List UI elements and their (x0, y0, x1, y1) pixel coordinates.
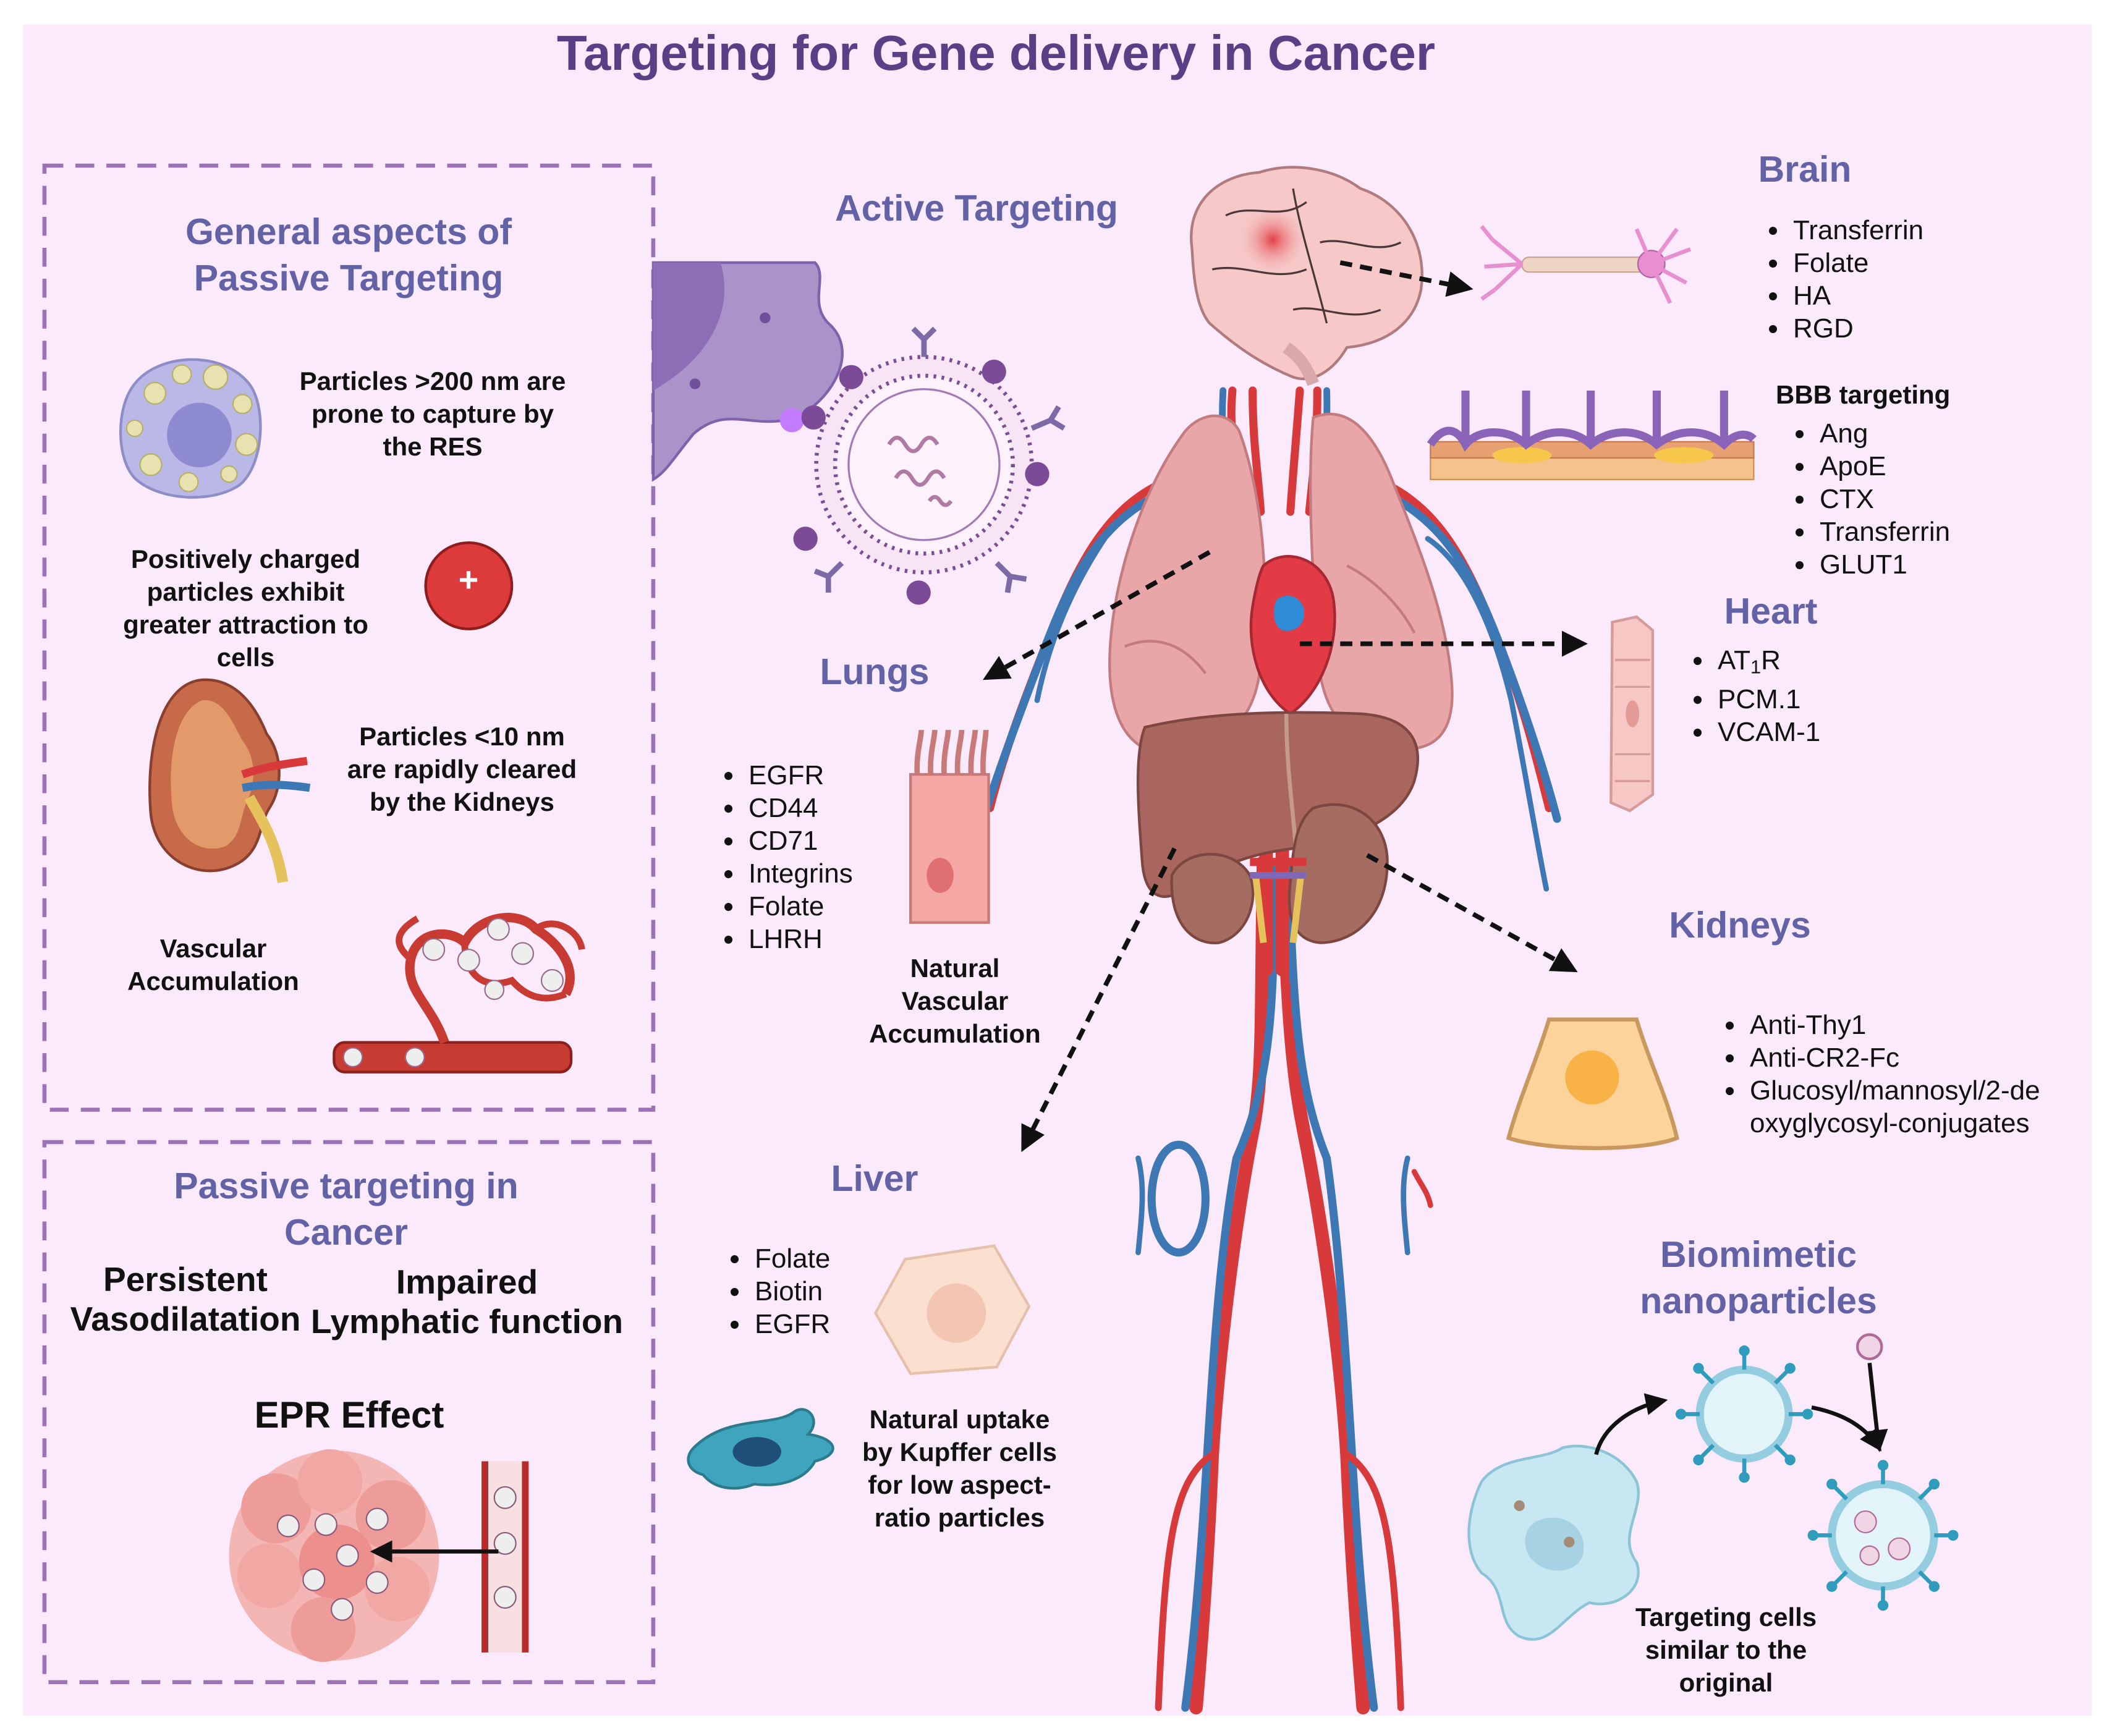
kidney-target-item: Glucosyl/mannosyl/2-deoxyglycosyl-conjug… (1746, 1074, 2040, 1140)
kidney-target-list: Anti-Thy1 Anti-CR2-Fc Glucosyl/mannosyl/… (1712, 1009, 2092, 1140)
brain-target-list: Transferrin Folate HA RGD (1755, 214, 1923, 345)
liver-target-item: EGFR (751, 1308, 830, 1340)
brain-target-item: Transferrin (1789, 214, 1923, 247)
tumor-icon (229, 1449, 439, 1662)
bbb-target-item: CTX (1816, 483, 1950, 515)
heart-icon (1249, 555, 1336, 716)
heart-target-list: AT1R PCM.1 VCAM-1 (1680, 644, 1820, 748)
lung-target-item: Folate (745, 890, 853, 923)
liver-target-list: Folate Biotin EGFR (717, 1242, 830, 1340)
vascular-accumulation-text: Vascular Accumulation (127, 934, 299, 996)
small-particle-icon (1855, 1333, 1883, 1361)
kupffer-cell-icon (687, 1408, 834, 1490)
biomimetic-arrow-1 (1594, 1393, 1668, 1455)
kidney-organ-icon (1170, 852, 1255, 944)
lung-epithelial-cell-icon (909, 729, 990, 924)
positive-charge-icon (424, 541, 514, 630)
liposome-nanoparticle-icon (793, 326, 1066, 605)
kidney-target-item: Anti-Thy1 (1746, 1009, 2092, 1041)
target-cell-nucleus (653, 262, 724, 391)
leaky-vessel-icon (481, 1461, 529, 1653)
passive-general-heading: General aspects of Passive Targeting (185, 211, 512, 299)
brain-icon (1190, 166, 1423, 386)
source-cell-icon (1467, 1444, 1640, 1641)
biomimetic-arrow-3 (1865, 1362, 1888, 1452)
lung-target-item: EGFR (745, 759, 853, 792)
bbb-icon (1427, 390, 1757, 480)
kupffer-text: Natural uptake by Kupffer cells for low … (862, 1405, 1058, 1532)
passive-cancer-box (42, 1140, 656, 1685)
bbb-target-item: Transferrin (1816, 515, 1950, 548)
lung-natural-text: Natural Vascular Accumulation (869, 954, 1041, 1048)
brain-target-item: HA (1789, 279, 1923, 312)
loaded-nanoparticle-icon (1807, 1460, 1959, 1611)
biomimetic-text: Targeting cells similar to the original (1635, 1603, 1817, 1697)
liver-target-item: Folate (751, 1242, 830, 1275)
passive-general-box (42, 163, 656, 1112)
heart-target-item: AT1R (1714, 644, 1820, 683)
passive-cancer-heading: Passive targeting in Cancer (174, 1166, 519, 1253)
vascular-network-icon (333, 913, 585, 1073)
brain-heading: Brain (1758, 149, 1852, 190)
kidney-cell-icon (1506, 1017, 1679, 1150)
kidney-target-item: Anti-CR2-Fc (1746, 1041, 2092, 1074)
cardiomyocyte-icon (1609, 615, 1655, 813)
binding-glow-icon (779, 408, 804, 433)
bbb-target-item: Ang (1816, 417, 1950, 450)
bbb-heading: BBB targeting (1776, 380, 1951, 409)
positive-charge-symbol: + (458, 560, 479, 599)
brain-target-item: RGD (1789, 312, 1923, 345)
coated-nanoparticle-icon (1675, 1345, 1813, 1483)
res-text: Particles >200 nm are prone to capture b… (299, 366, 566, 461)
lungs-heading: Lungs (820, 651, 930, 692)
biomimetic-heading: Biomimetic nanoparticles (1640, 1234, 1877, 1321)
brain-target-item: Folate (1789, 247, 1923, 279)
lung-target-item: CD71 (745, 824, 853, 857)
heart-heading: Heart (1724, 591, 1818, 632)
liver-heading: Liver (831, 1158, 918, 1199)
res-cell-icon (119, 358, 262, 499)
epr-effect-label: EPR Effect (254, 1394, 444, 1436)
neuron-icon (1480, 225, 1692, 304)
page-title: Targeting for Gene delivery in Cancer (556, 25, 1436, 80)
kidneys-heading: Kidneys (1669, 905, 1811, 946)
lymphatic-text: Impaired Lymphatic function (310, 1263, 624, 1340)
organ-arrows (983, 260, 1588, 1153)
liver-target-item: Biotin (751, 1275, 830, 1308)
lung-target-list: EGFR CD44 CD71 Integrins Folate LHRH (711, 759, 853, 955)
heart-target-item: VCAM-1 (1714, 716, 1820, 748)
heart-target-item: PCM.1 (1714, 683, 1820, 716)
charge-text: Positively charged particles exhibit gre… (123, 544, 368, 672)
bbb-target-item: ApoE (1816, 450, 1950, 483)
active-targeting-heading: Active Targeting (835, 188, 1118, 229)
lung-target-item: Integrins (745, 857, 853, 890)
bbb-target-item: GLUT1 (1816, 548, 1950, 581)
bbb-target-list: Ang ApoE CTX Transferrin GLUT1 (1782, 417, 1950, 581)
lung-target-item: CD44 (745, 792, 853, 824)
kidney-section-icon (148, 678, 311, 883)
vasodilatation-text: Persistent Vasodilatation (70, 1260, 301, 1338)
lung-target-item: LHRH (745, 923, 853, 955)
kidney-clearance-text: Particles <10 nm are rapidly cleared by … (347, 722, 577, 816)
hepatocyte-icon (873, 1244, 1031, 1376)
